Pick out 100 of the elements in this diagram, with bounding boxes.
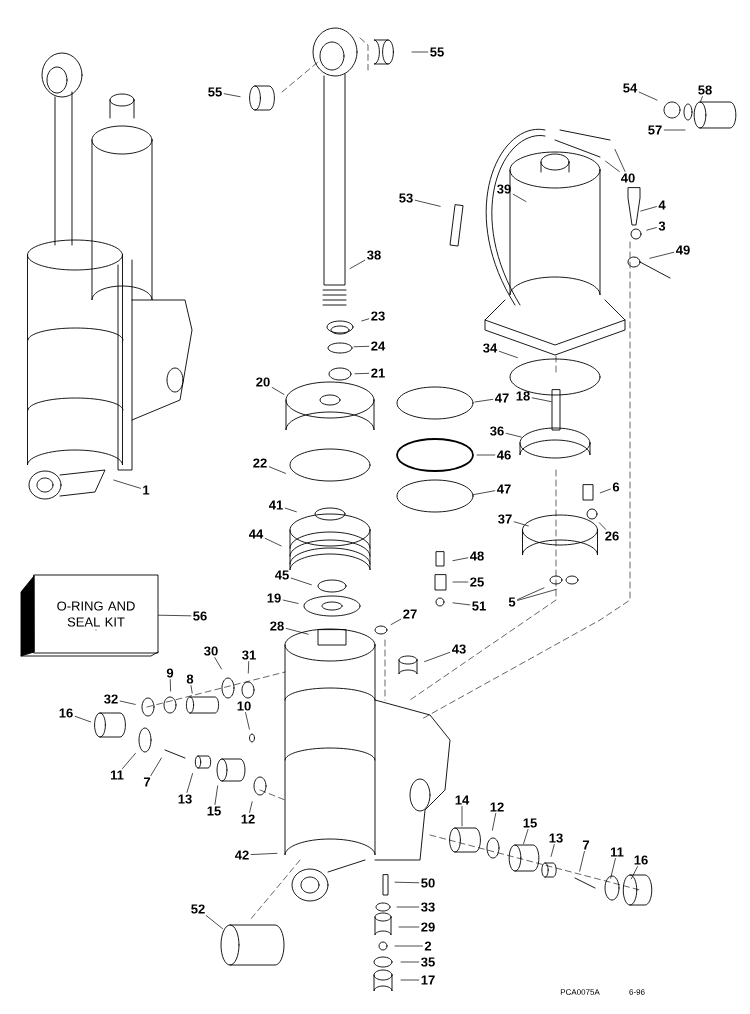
leader-line bbox=[452, 602, 471, 606]
callout-number: 15 bbox=[523, 818, 537, 828]
callout-number: 16 bbox=[59, 708, 73, 718]
leader-line bbox=[646, 227, 657, 231]
callout-number: 52 bbox=[191, 904, 205, 914]
callout-number: 27 bbox=[403, 609, 417, 619]
leader-line bbox=[271, 387, 285, 395]
callout-number: 32 bbox=[104, 694, 118, 704]
leader-line bbox=[640, 206, 657, 212]
callout-number: 30 bbox=[204, 646, 218, 656]
leader-line bbox=[452, 557, 469, 562]
callout-number: 55 bbox=[208, 87, 222, 97]
callout-number: 46 bbox=[497, 450, 511, 460]
callout-number: 20 bbox=[256, 377, 270, 387]
leader-line bbox=[579, 851, 585, 872]
leader-line bbox=[517, 587, 545, 600]
callout-number: 35 bbox=[421, 957, 435, 967]
leader-line bbox=[186, 773, 193, 793]
leader-line bbox=[663, 129, 686, 131]
leader-line bbox=[214, 785, 219, 805]
leader-line bbox=[396, 906, 420, 908]
leader-line bbox=[394, 945, 423, 947]
leader-line bbox=[610, 858, 616, 879]
leader-line bbox=[411, 51, 429, 53]
leader-line bbox=[245, 712, 250, 730]
callout-number: 56 bbox=[193, 611, 207, 621]
leader-line bbox=[649, 251, 675, 259]
leader-line bbox=[598, 522, 607, 530]
leader-line bbox=[492, 813, 497, 831]
leader-line bbox=[599, 488, 611, 494]
leader-line bbox=[700, 96, 703, 102]
leader-line bbox=[282, 599, 299, 604]
callout-number: 26 bbox=[605, 531, 619, 541]
callout-number: 39 bbox=[497, 184, 511, 194]
callout-number: 14 bbox=[455, 795, 470, 805]
leader-line bbox=[498, 350, 518, 359]
leader-line bbox=[400, 979, 420, 981]
callout-number: 34 bbox=[483, 343, 498, 353]
callout-number: 44 bbox=[249, 529, 264, 539]
callout-number: 6 bbox=[612, 482, 620, 492]
leader-line bbox=[290, 577, 312, 586]
leader-line bbox=[414, 199, 441, 207]
leader-line bbox=[531, 397, 552, 402]
leader-line bbox=[452, 581, 469, 583]
callout-number: 2 bbox=[424, 941, 432, 951]
leader-line bbox=[638, 91, 658, 101]
callout-number: 4 bbox=[658, 200, 666, 210]
leader-line bbox=[284, 507, 297, 513]
leader-line bbox=[400, 961, 420, 963]
leader-line bbox=[390, 618, 402, 625]
callout-number: 49 bbox=[676, 245, 690, 255]
callout-number: 47 bbox=[495, 393, 509, 403]
leader-line bbox=[158, 614, 192, 617]
callout-number: 33 bbox=[421, 902, 435, 912]
leader-line bbox=[517, 588, 557, 601]
leader-line bbox=[205, 915, 223, 929]
callout-number: 50 bbox=[421, 878, 435, 888]
callout-number: 38 bbox=[367, 250, 381, 260]
leader-line bbox=[150, 757, 162, 776]
leader-line bbox=[513, 521, 529, 527]
callout-number: 58 bbox=[698, 85, 712, 95]
leader-line bbox=[285, 628, 309, 635]
leader-line bbox=[74, 715, 92, 723]
leader-line bbox=[247, 661, 250, 674]
callout-number: 3 bbox=[658, 221, 666, 231]
leader-line bbox=[474, 399, 494, 403]
leader-line bbox=[268, 466, 286, 474]
leader-line bbox=[353, 345, 370, 348]
callout-number: 47 bbox=[497, 484, 511, 494]
callout-number: 15 bbox=[207, 806, 221, 816]
leader-line bbox=[250, 853, 278, 855]
callout-number: 25 bbox=[470, 577, 484, 587]
callout-number: 1 bbox=[143, 485, 150, 495]
leader-line bbox=[354, 372, 370, 375]
leader-line bbox=[472, 490, 496, 496]
leader-line bbox=[614, 149, 626, 172]
drawing-code: PCA0075A bbox=[560, 989, 600, 995]
callout-number: 13 bbox=[549, 833, 563, 843]
leader-line bbox=[505, 432, 522, 438]
callout-number: 51 bbox=[472, 601, 486, 611]
callout-number: 12 bbox=[241, 814, 255, 824]
callout-number: 22 bbox=[253, 458, 267, 468]
callout-number: 42 bbox=[235, 850, 249, 860]
callout-number: 23 bbox=[371, 311, 385, 321]
leader-line bbox=[223, 93, 241, 98]
callout-number: 17 bbox=[421, 975, 435, 985]
leader-line bbox=[119, 700, 136, 705]
callout-number: 55 bbox=[430, 47, 444, 57]
leader-line bbox=[264, 538, 282, 547]
callout-number: 53 bbox=[399, 193, 413, 203]
kit-box: O-RING AND SEAL KIT bbox=[20, 574, 159, 657]
leader-line bbox=[605, 160, 620, 172]
callout-number: 45 bbox=[275, 570, 289, 580]
callout-number: 54 bbox=[623, 83, 638, 93]
callout-number: 13 bbox=[178, 794, 192, 804]
callout-number: 24 bbox=[371, 341, 386, 351]
callout-number: 57 bbox=[648, 125, 662, 135]
callout-number: 37 bbox=[498, 514, 512, 524]
callout-number: 7 bbox=[143, 777, 151, 787]
callout-number: 8 bbox=[186, 674, 194, 684]
